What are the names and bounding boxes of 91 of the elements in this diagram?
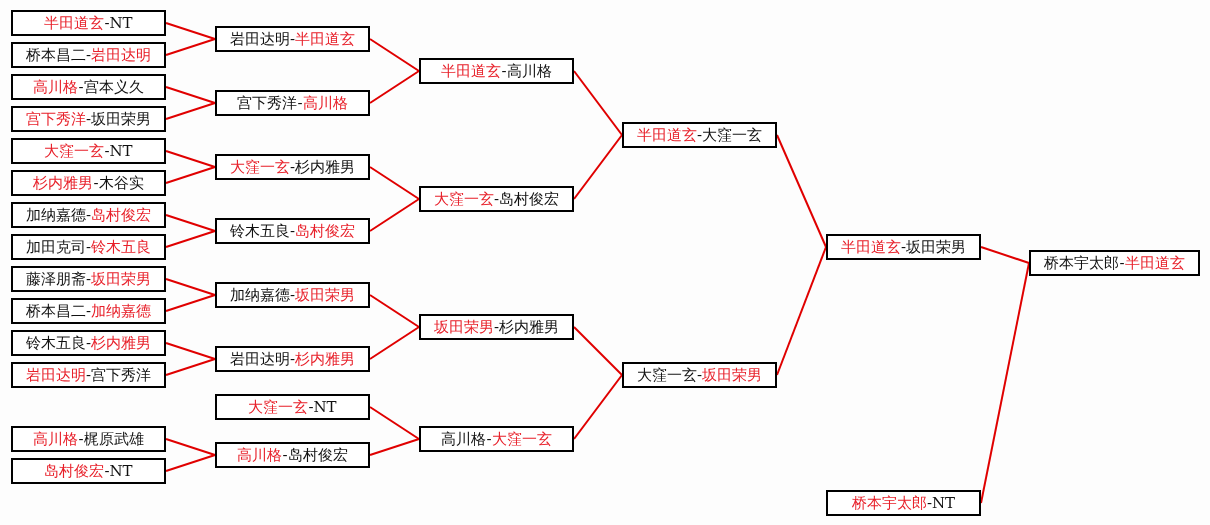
bracket-line bbox=[165, 438, 216, 456]
match-result: 坂田荣男-杉内雅男 bbox=[433, 317, 560, 337]
match-result: 加纳嘉德-岛村俊宏 bbox=[25, 205, 152, 225]
match-result: 加纳嘉德-坂田荣男 bbox=[229, 285, 356, 305]
match-box bbox=[215, 346, 370, 372]
match-result: 桥本昌二-加纳嘉德 bbox=[25, 301, 152, 321]
match-result: 半田道玄-坂田荣男 bbox=[840, 237, 967, 257]
match-result: 岩田达明-宫下秀洋 bbox=[25, 365, 152, 385]
match-box bbox=[215, 282, 370, 308]
bracket-line bbox=[573, 374, 623, 440]
match-result: 大窪一玄-岛村俊宏 bbox=[433, 189, 560, 209]
match-result: 大窪一玄-NT bbox=[44, 141, 133, 161]
bracket-line bbox=[369, 438, 420, 456]
match-result: 铃木五良-杉内雅男 bbox=[25, 333, 152, 353]
bracket-line bbox=[165, 358, 216, 376]
match-box bbox=[11, 362, 166, 388]
match-result: 大窪一玄-坂田荣男 bbox=[636, 365, 763, 385]
bracket-line bbox=[369, 166, 420, 200]
match-box bbox=[215, 218, 370, 244]
bracket-line bbox=[165, 294, 216, 312]
match-box bbox=[622, 362, 777, 388]
bracket-line bbox=[165, 278, 216, 296]
match-result: 高川格-大窪一玄 bbox=[441, 429, 552, 449]
match-box bbox=[11, 170, 166, 196]
match-box bbox=[826, 490, 981, 516]
match-box bbox=[826, 234, 981, 260]
bracket-line bbox=[165, 102, 216, 120]
match-box bbox=[11, 138, 166, 164]
match-box bbox=[11, 298, 166, 324]
match-result: 半田道玄-大窪一玄 bbox=[636, 125, 763, 145]
bracket-line bbox=[165, 150, 216, 168]
match-box bbox=[622, 122, 777, 148]
match-result: 高川格-岛村俊宏 bbox=[237, 445, 348, 465]
match-result: 岩田达明-半田道玄 bbox=[229, 29, 356, 49]
match-box bbox=[215, 154, 370, 180]
match-box bbox=[419, 314, 574, 340]
bracket-line bbox=[776, 134, 827, 248]
match-result: 桥本昌二-岩田达明 bbox=[25, 45, 152, 65]
match-result: 藤泽朋斋-坂田荣男 bbox=[25, 269, 152, 289]
bracket-line bbox=[573, 134, 623, 200]
match-result: 桥本宇太郎-半田道玄 bbox=[1044, 253, 1185, 273]
bracket-line bbox=[369, 294, 420, 328]
bracket-line bbox=[776, 246, 827, 376]
bracket-line bbox=[369, 406, 420, 440]
bracket-line bbox=[369, 70, 420, 104]
match-result: 加田克司-铃木五良 bbox=[25, 237, 152, 257]
match-box bbox=[11, 42, 166, 68]
bracket-line bbox=[369, 326, 420, 360]
match-result: 大窪一玄-杉内雅男 bbox=[229, 157, 356, 177]
match-box bbox=[11, 202, 166, 228]
match-box bbox=[215, 442, 370, 468]
match-box bbox=[215, 90, 370, 116]
match-result: 高川格-宫本义久 bbox=[33, 77, 144, 97]
match-box bbox=[11, 426, 166, 452]
match-box bbox=[419, 426, 574, 452]
match-box bbox=[11, 330, 166, 356]
match-box bbox=[215, 26, 370, 52]
match-result: 宫下秀洋-高川格 bbox=[237, 93, 348, 113]
match-box bbox=[11, 266, 166, 292]
bracket-line bbox=[369, 38, 420, 72]
bracket-line bbox=[369, 198, 420, 232]
match-box bbox=[419, 186, 574, 212]
bracket-line bbox=[165, 86, 216, 104]
match-result: 岩田达明-杉内雅男 bbox=[229, 349, 356, 369]
bracket-line bbox=[573, 326, 623, 376]
match-result: 半田道玄-NT bbox=[44, 13, 133, 33]
bracket-line bbox=[165, 22, 216, 40]
match-box bbox=[1029, 250, 1200, 276]
match-result: 宫下秀洋-坂田荣男 bbox=[25, 109, 152, 129]
bracket-line bbox=[165, 166, 216, 184]
bracket-line bbox=[573, 70, 623, 136]
match-box bbox=[11, 10, 166, 36]
match-result: 铃木五良-岛村俊宏 bbox=[229, 221, 356, 241]
match-result: 半田道玄-高川格 bbox=[441, 61, 552, 81]
bracket-line bbox=[980, 246, 1030, 264]
match-result: 高川格-梶原武雄 bbox=[33, 429, 144, 449]
match-box bbox=[11, 234, 166, 260]
bracket-line bbox=[165, 38, 216, 56]
bracket-line bbox=[165, 230, 216, 248]
match-result: 岛村俊宏-NT bbox=[44, 461, 133, 481]
match-result: 大窪一玄-NT bbox=[248, 397, 337, 417]
match-result: 杉内雅男-木谷实 bbox=[33, 173, 144, 193]
match-box bbox=[11, 74, 166, 100]
match-box bbox=[215, 394, 370, 420]
match-box bbox=[419, 58, 574, 84]
match-box bbox=[11, 458, 166, 484]
match-box bbox=[11, 106, 166, 132]
bracket-line bbox=[165, 342, 216, 360]
bracket-line bbox=[165, 214, 216, 232]
match-result: 桥本宇太郎-NT bbox=[851, 493, 956, 513]
bracket-line bbox=[165, 454, 216, 472]
